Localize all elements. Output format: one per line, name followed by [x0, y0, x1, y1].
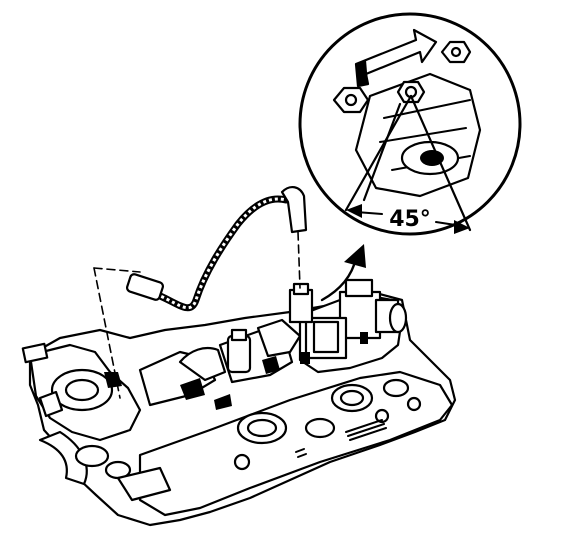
detail-magnified-view: 45° [298, 12, 522, 236]
sensor-harness [93, 186, 314, 399]
angle-label: 45° [389, 207, 431, 232]
engine-assembly [21, 278, 457, 527]
detail-callout-arrow [320, 244, 366, 302]
